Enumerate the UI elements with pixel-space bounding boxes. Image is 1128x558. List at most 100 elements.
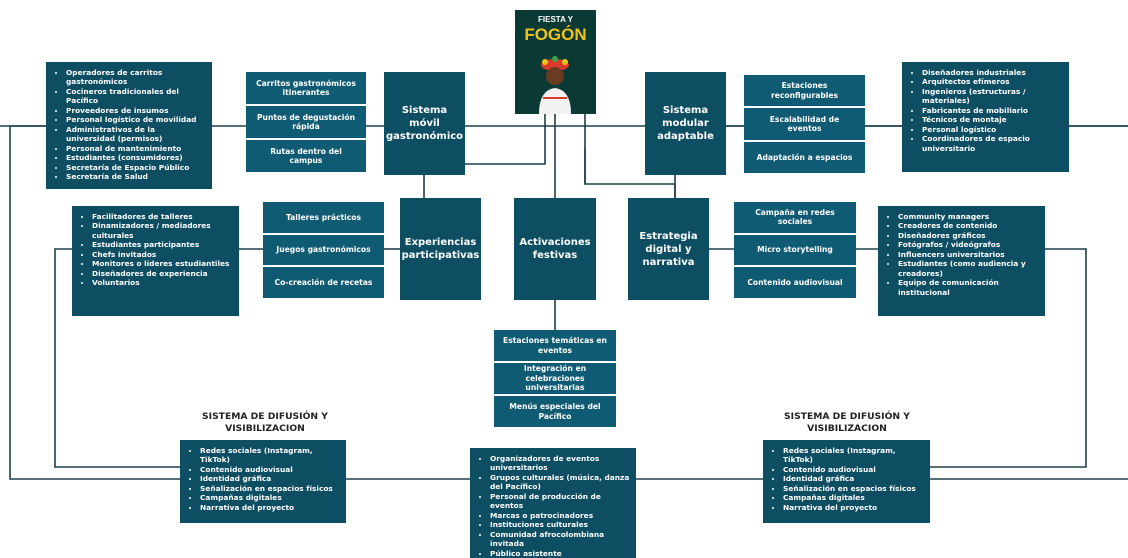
list-item: Señalización en espacios físicos <box>200 484 340 493</box>
activaciones-sub-3: Menús especiales del Pacífico <box>509 402 601 421</box>
difusion-right-box: Redes sociales (Instagram, TikTok) Conte… <box>763 440 930 523</box>
list-item: Marcas o patrocinadores <box>490 511 630 520</box>
experiencias-sub-1: Talleres prácticos <box>263 202 384 235</box>
movil-title-box: Sistema móvil gastronómico <box>384 72 465 175</box>
experiencias-actors-list: Facilitadores de talleres Dinamizadores … <box>78 212 233 288</box>
list-item: Diseñadores de experiencia <box>92 269 233 278</box>
list-item: Identidad gráfica <box>783 474 924 483</box>
activaciones-subs-box: Estaciones temáticas en eventos Integrac… <box>494 330 616 427</box>
poster-illustration <box>539 56 571 114</box>
movil-sub-2: Puntos de degustación rápida <box>246 106 366 140</box>
movil-actors-list: Operadores de carritos gastronómicos Coc… <box>52 68 206 182</box>
list-item: Grupos culturales (música, danza del Pac… <box>490 473 630 492</box>
list-item: Estudiantes (como audiencia y creadores) <box>898 259 1039 278</box>
digital-actors-list: Community managers Creadores de contenid… <box>884 212 1039 297</box>
list-item: Diseñadores industriales <box>922 68 1063 77</box>
list-item: Fotógrafos / videógrafos <box>898 240 1039 249</box>
fiesta-y-fogon-poster: FIESTA Y FOGÓN <box>515 10 596 114</box>
experiencias-subs-box: Talleres prácticos Juegos gastronómicos … <box>263 202 384 298</box>
activaciones-sub-1: Estaciones temáticas en eventos <box>494 330 616 363</box>
list-item: Campañas digitales <box>200 493 340 502</box>
poster-title-main: FOGÓN <box>524 25 587 44</box>
movil-sub-3: Rutas dentro del campus <box>270 146 342 165</box>
modular-actors-list: Diseñadores industriales Arquitectos efí… <box>908 68 1063 153</box>
modular-actors-box: Diseñadores industriales Arquitectos efí… <box>902 62 1069 172</box>
list-item: Técnicos de montaje <box>922 115 1063 124</box>
movil-actors-box: Operadores de carritos gastronómicos Coc… <box>46 62 212 189</box>
list-item: Público asistente <box>490 549 630 558</box>
list-item: Equipo de comunicación institucional <box>898 278 1039 297</box>
list-item: Organizadores de eventos universitarios <box>490 454 630 473</box>
list-item: Redes sociales (Instagram, TikTok) <box>783 446 924 465</box>
difusion-left-box: Redes sociales (Instagram, TikTok) Conte… <box>180 440 346 523</box>
modular-sub-1: Estaciones reconfigurables <box>744 75 865 109</box>
list-item: Personal de mantenimiento <box>66 144 206 153</box>
modular-subs-box: Estaciones reconfigurables Escalabilidad… <box>744 75 865 173</box>
list-item: Redes sociales (Instagram, TikTok) <box>200 446 340 465</box>
modular-sub-3: Adaptación a espacios <box>756 152 853 162</box>
difusion-left-header: SISTEMA DE DIFUSIÓN Y VISIBILIZACION <box>202 411 328 435</box>
list-item: Diseñadores gráficos <box>898 231 1039 240</box>
list-item: Cocineros tradicionales del Pacífico <box>66 87 206 106</box>
list-item: Narrativa del proyecto <box>783 503 924 512</box>
list-item: Secretaría de Espacio Público <box>66 163 206 172</box>
difusion-right-list: Redes sociales (Instagram, TikTok) Conte… <box>769 446 924 512</box>
list-item: Creadores de contenido <box>898 221 1039 230</box>
list-item: Secretaría de Salud <box>66 172 206 181</box>
digital-actors-box: Community managers Creadores de contenid… <box>878 206 1045 316</box>
digital-title: Estrategia digital y narrativa <box>639 230 698 268</box>
modular-sub-2: Escalabilidad de eventos <box>744 108 865 142</box>
list-item: Identidad gráfica <box>200 474 340 483</box>
list-item: Monitores o líderes estudiantiles <box>92 259 233 268</box>
activaciones-actors-box: Organizadores de eventos universitarios … <box>470 448 636 558</box>
movil-title: Sistema móvil gastronómico <box>385 105 464 142</box>
list-item: Administrativos de la universidad (permi… <box>66 125 206 144</box>
list-item: Voluntarios <box>92 278 233 287</box>
list-item: Instituciones culturales <box>490 520 630 529</box>
list-item: Contenido audiovisual <box>200 465 340 474</box>
digital-sub-2: Micro storytelling <box>734 235 856 268</box>
list-item: Facilitadores de talleres <box>92 212 233 221</box>
experiencias-sub-3: Co-creación de recetas <box>274 277 373 287</box>
list-item: Personal logístico <box>922 125 1063 134</box>
difusion-left-list: Redes sociales (Instagram, TikTok) Conte… <box>186 446 340 512</box>
list-item: Proveedores de insumos <box>66 106 206 115</box>
list-item: Influencers universitarios <box>898 250 1039 259</box>
activaciones-actors-list: Organizadores de eventos universitarios … <box>476 454 630 558</box>
list-item: Contenido audiovisual <box>783 465 924 474</box>
list-item: Personal de producción de eventos <box>490 492 630 511</box>
list-item: Fabricantes de mobiliario <box>922 106 1063 115</box>
digital-sub-1: Campaña en redes sociales <box>734 202 856 235</box>
movil-subs-box: Carritos gastronómicos itinerantes Punto… <box>246 72 366 172</box>
list-item: Chefs invitados <box>92 250 233 259</box>
list-item: Estudiantes (consumidores) <box>66 153 206 162</box>
digital-subs-box: Campaña en redes sociales Micro storytel… <box>734 202 856 298</box>
list-item: Estudiantes participantes <box>92 240 233 249</box>
modular-title-box: Sistema modular adaptable <box>645 72 726 175</box>
digital-title-box: Estrategia digital y narrativa <box>628 198 709 300</box>
modular-title: Sistema modular adaptable <box>657 105 714 142</box>
list-item: Señalización en espacios físicos <box>783 484 924 493</box>
poster-title-top: FIESTA Y <box>538 15 573 24</box>
activaciones-sub-2: Integración en celebraciones universitar… <box>494 363 616 396</box>
list-item: Operadores de carritos gastronómicos <box>66 68 206 87</box>
list-item: Community managers <box>898 212 1039 221</box>
list-item: Campañas digitales <box>783 493 924 502</box>
list-item: Narrativa del proyecto <box>200 503 340 512</box>
activaciones-title-box: Activaciones festivas <box>514 198 596 300</box>
list-item: Comunidad afrocolombiana invitada <box>490 530 630 549</box>
experiencias-actors-box: Facilitadores de talleres Dinamizadores … <box>72 206 239 316</box>
list-item: Personal logístico de movilidad <box>66 115 206 124</box>
digital-sub-3: Contenido audiovisual <box>747 277 843 287</box>
list-item: Ingenieros (estructuras / materiales) <box>922 87 1063 106</box>
experiencias-sub-2: Juegos gastronómicos <box>263 235 384 268</box>
experiencias-title-box: Experiencias participativas <box>400 198 481 300</box>
list-item: Arquitectos efímeros <box>922 77 1063 86</box>
difusion-right-header: SISTEMA DE DIFUSIÓN Y VISIBILIZACION <box>784 411 910 435</box>
list-item: Dinamizadores / mediadores culturales <box>92 221 233 240</box>
movil-sub-1: Carritos gastronómicos itinerantes <box>246 72 366 106</box>
experiencias-title: Experiencias participativas <box>401 237 480 261</box>
activaciones-title: Activaciones festivas <box>519 237 591 261</box>
list-item: Coordinadores de espacio universitario <box>922 134 1063 153</box>
